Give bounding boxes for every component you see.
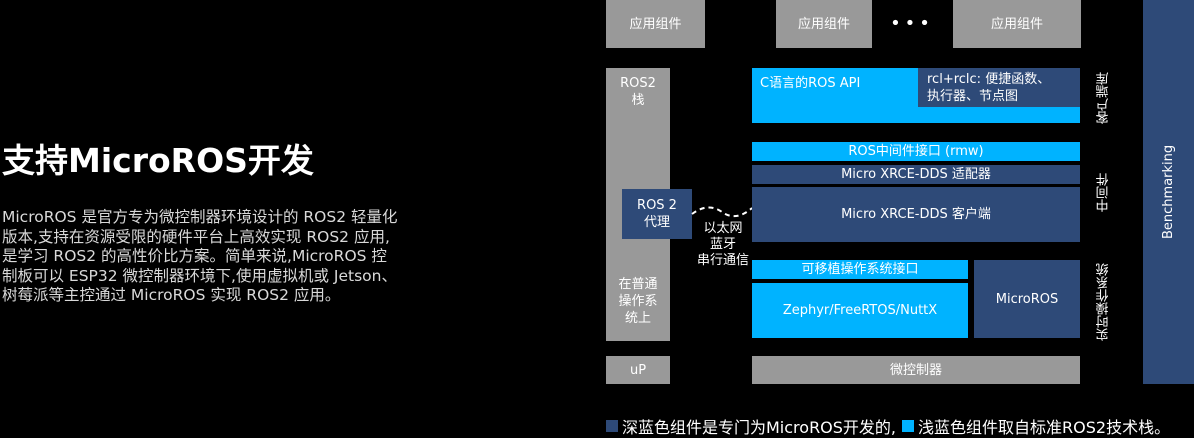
ros2-agent: ROS 2 代理 [622,189,692,239]
legend: 深蓝色组件是专门为MicroROS开发的, 浅蓝色组件取自标准ROS2技术栈。 [606,414,1170,438]
up-box: uP [606,356,670,384]
layer-label-middleware: 中间件 [1096,173,1112,213]
layer-label-rtos: 实时操作系统 [1096,263,1112,341]
microcontroller-box: 微控制器 [752,356,1080,384]
legend-light-swatch [902,420,915,432]
xrce-dds-client: Micro XRCE-DDS 客户端 [752,187,1080,242]
rmw-interface: ROS中间件接口 (rmw) [752,142,1080,161]
microros-box: MicroROS [974,260,1080,338]
app-component-2: 应用组件 [776,0,872,48]
rcl-rclc-box: rcl+rclc: 便捷函数、 执行器、节点图 [918,68,1080,107]
app-component-3: 应用组件 [953,0,1081,48]
xrce-dds-adapter: Micro XRCE-DDS 适配器 [752,165,1080,184]
transport-link-curve [691,206,753,218]
normal-os-label: 在普通 操作系 统上 [618,276,658,326]
app-component-1: 应用组件 [606,0,705,48]
legend-dark-text: 深蓝色组件是专门为MicroROS开发的, [622,418,897,437]
legend-dark-swatch [606,420,618,432]
portable-os-interface: 可移植操作系统接口 [752,260,968,279]
benchmarking-bar: Benchmarking [1143,0,1194,384]
page-title: 支持MicroROS开发 [2,141,314,180]
rtos-box: Zephyr/FreeRTOS/NuttX [752,283,968,338]
transport-label: 以太网 蓝牙 串行通信 [696,221,749,268]
legend-light-text: 浅蓝色组件取自标准ROS2技术栈。 [918,418,1171,437]
ellipsis: ••• [890,12,934,34]
description-paragraph: MicroROS 是官方专为微控制器环境设计的 ROS2 轻量化版本,支持在资源… [2,208,398,304]
layer-label-client: 客户端库 [1096,72,1112,124]
